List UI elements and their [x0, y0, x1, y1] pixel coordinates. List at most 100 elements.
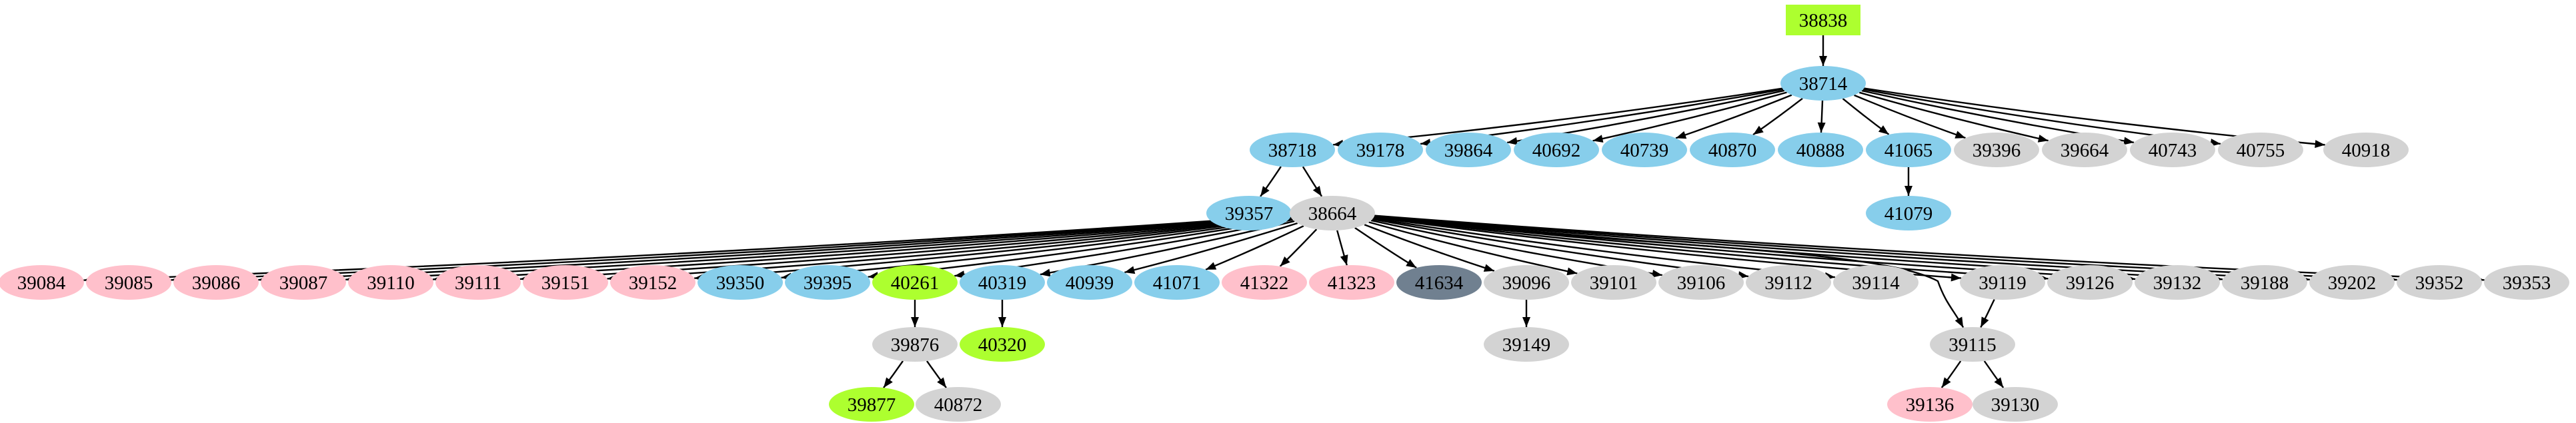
- node-shape-ellipse: [261, 265, 346, 300]
- node-shape-ellipse: [1746, 265, 1831, 300]
- graph-node-39111[interactable]: 39111: [435, 265, 521, 300]
- graph-node-39353[interactable]: 39353: [2484, 265, 2569, 300]
- graph-node-39178[interactable]: 39178: [1338, 133, 1423, 167]
- node-shape-ellipse: [86, 265, 171, 300]
- edge-38664-41323: [1336, 230, 1348, 266]
- graph-node-39086[interactable]: 39086: [173, 265, 259, 300]
- graph-node-39396[interactable]: 39396: [1954, 133, 2039, 167]
- graph-node-40872[interactable]: 40872: [916, 387, 1001, 422]
- graph-node-38838[interactable]: 38838: [1786, 5, 1860, 35]
- node-label: 41323: [1328, 272, 1376, 294]
- graph-node-40320[interactable]: 40320: [960, 327, 1045, 362]
- graph-node-38664[interactable]: 38664: [1290, 196, 1375, 230]
- graph-node-39119[interactable]: 39119: [1960, 265, 2045, 300]
- edge-38714-39396: [1854, 94, 1966, 139]
- graph-node-40692[interactable]: 40692: [1514, 133, 1599, 167]
- graph-node-39877[interactable]: 39877: [829, 387, 914, 422]
- graph-node-39130[interactable]: 39130: [1973, 387, 2058, 422]
- graph-node-39096[interactable]: 39096: [1484, 265, 1569, 300]
- graph-node-39151[interactable]: 39151: [523, 265, 608, 300]
- node-shape-ellipse: [2323, 133, 2409, 167]
- edge-39876-39877: [883, 360, 904, 388]
- node-shape-ellipse: [2309, 265, 2395, 300]
- node-label: 38718: [1268, 140, 1317, 161]
- edge-38664-39084: [83, 214, 1290, 284]
- node-shape-ellipse: [1047, 265, 1132, 300]
- node-label: 39352: [2415, 272, 2464, 294]
- graph-node-39352[interactable]: 39352: [2397, 265, 2482, 300]
- graph-node-40755[interactable]: 40755: [2218, 133, 2303, 167]
- node-shape-ellipse: [1887, 387, 1973, 422]
- node-shape-ellipse: [698, 265, 783, 300]
- node-label: 39350: [716, 272, 765, 294]
- graph-node-39395[interactable]: 39395: [785, 265, 870, 300]
- graph-node-40739[interactable]: 40739: [1602, 133, 1687, 167]
- graph-node-41079[interactable]: 41079: [1866, 196, 1951, 230]
- graph-node-39202[interactable]: 39202: [2309, 265, 2395, 300]
- graph-node-39112[interactable]: 39112: [1746, 265, 1831, 300]
- edge-38664-39115: [1373, 216, 1965, 328]
- graph-node-39114[interactable]: 39114: [1833, 265, 1918, 300]
- graph-node-41634[interactable]: 41634: [1396, 265, 1482, 300]
- graph-node-41322[interactable]: 41322: [1222, 265, 1307, 300]
- edge-38718-38664: [1302, 166, 1323, 197]
- edge-38714-40888: [1817, 100, 1826, 133]
- node-label: 40319: [978, 272, 1027, 294]
- node-label: 39357: [1225, 203, 1274, 224]
- graph-node-40870[interactable]: 40870: [1690, 133, 1775, 167]
- graph-node-39084[interactable]: 39084: [0, 265, 84, 300]
- edge-38664-39126: [1374, 216, 2049, 282]
- edge-39119-39115: [1980, 298, 1995, 328]
- node-shape-ellipse: [2218, 133, 2303, 167]
- graph-node-39350[interactable]: 39350: [698, 265, 783, 300]
- graph-node-40888[interactable]: 40888: [1778, 133, 1863, 167]
- node-shape-ellipse: [2222, 265, 2307, 300]
- node-shape-ellipse: [1960, 265, 2045, 300]
- graph-node-39864[interactable]: 39864: [1426, 133, 1511, 167]
- node-shape-ellipse: [2047, 265, 2133, 300]
- graph-node-40939[interactable]: 40939: [1047, 265, 1132, 300]
- graph-node-39106[interactable]: 39106: [1658, 265, 1744, 300]
- graph-node-39115[interactable]: 39115: [1930, 327, 2015, 362]
- graph-node-39876[interactable]: 39876: [872, 327, 958, 362]
- graph-node-40918[interactable]: 40918: [2323, 133, 2409, 167]
- graph-node-39357[interactable]: 39357: [1206, 196, 1292, 230]
- node-label: 38838: [1799, 10, 1848, 31]
- node-label: 39111: [455, 272, 501, 294]
- graph-node-41323[interactable]: 41323: [1309, 265, 1394, 300]
- edge-38664-39096: [1364, 224, 1495, 272]
- node-shape-box: [1786, 5, 1860, 35]
- graph-node-39126[interactable]: 39126: [2047, 265, 2133, 300]
- graph-node-41071[interactable]: 41071: [1134, 265, 1220, 300]
- node-shape-ellipse: [2135, 265, 2220, 300]
- node-shape-ellipse: [1658, 265, 1744, 300]
- edge-38664-40939: [1124, 222, 1298, 274]
- graph-node-39085[interactable]: 39085: [86, 265, 171, 300]
- node-label: 39106: [1677, 272, 1726, 294]
- node-shape-ellipse: [1778, 133, 1863, 167]
- graph-node-39188[interactable]: 39188: [2222, 265, 2307, 300]
- graph-node-40261[interactable]: 40261: [872, 265, 958, 300]
- graph-node-38718[interactable]: 38718: [1250, 133, 1335, 167]
- node-label: 39087: [279, 272, 328, 294]
- node-shape-ellipse: [1571, 265, 1656, 300]
- edge-38664-39152: [694, 216, 1292, 282]
- graph-node-39087[interactable]: 39087: [261, 265, 346, 300]
- graph-node-38714[interactable]: 38714: [1780, 66, 1866, 101]
- graph-node-40743[interactable]: 40743: [2130, 133, 2215, 167]
- graph-node-39132[interactable]: 39132: [2135, 265, 2220, 300]
- graph-node-39149[interactable]: 39149: [1484, 327, 1569, 362]
- graph-node-40319[interactable]: 40319: [960, 265, 1045, 300]
- node-label: 39353: [2503, 272, 2551, 294]
- node-label: 39149: [1502, 334, 1551, 356]
- graph-node-39664[interactable]: 39664: [2042, 133, 2127, 167]
- graph-node-41065[interactable]: 41065: [1866, 133, 1951, 167]
- graph-node-39136[interactable]: 39136: [1887, 387, 1973, 422]
- graph-node-39152[interactable]: 39152: [610, 265, 696, 300]
- graph-node-39110[interactable]: 39110: [348, 265, 433, 300]
- edge-38664-41071: [1205, 225, 1304, 270]
- node-label: 39178: [1356, 140, 1405, 161]
- graph-node-39101[interactable]: 39101: [1571, 265, 1656, 300]
- node-label: 39188: [2241, 272, 2289, 294]
